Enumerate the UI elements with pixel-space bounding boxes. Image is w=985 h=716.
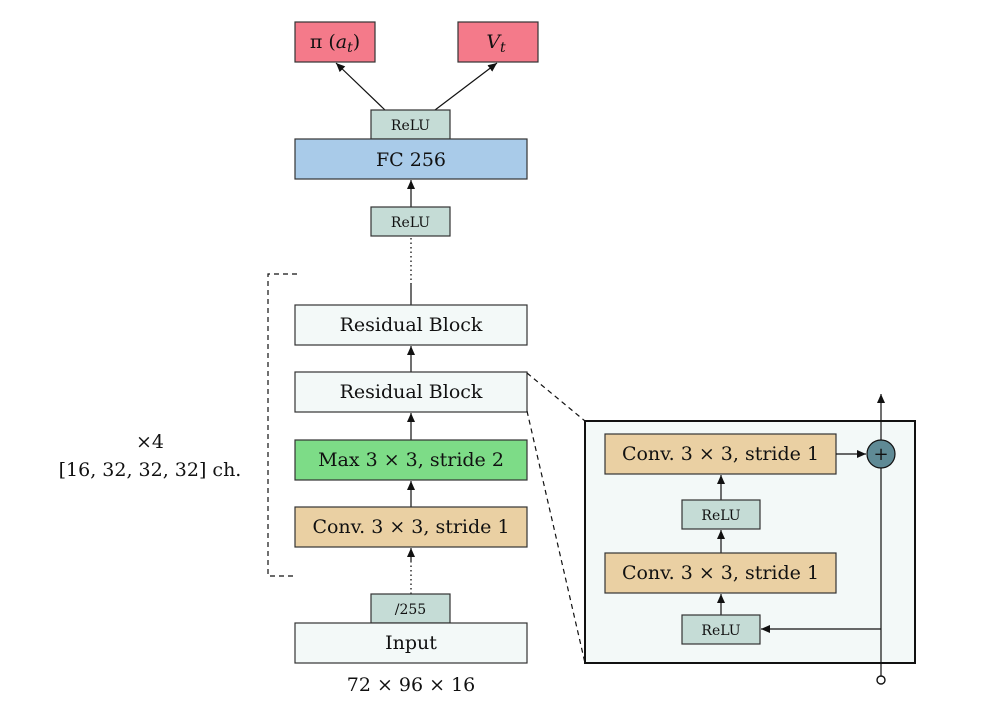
detail-conv-bottom-label: Conv. 3 × 3, stride 1: [622, 562, 819, 584]
detail-relu-mid-label: ReLU: [701, 508, 740, 524]
detail-relu-bottom-box: [681, 614, 761, 645]
block-input-terminal: [876, 675, 886, 685]
relu-top-box: [370, 109, 451, 140]
normalize-box: [370, 593, 451, 624]
relu-mid-node: ReLU: [370, 206, 451, 237]
residual-block-lower: Residual Block: [294, 371, 528, 413]
detail-relu-mid-box: [681, 499, 761, 530]
relu-mid-box: [370, 206, 451, 237]
fc-node: FC 256: [294, 138, 528, 180]
repeat-count: ×4: [136, 431, 164, 453]
conv-box: [294, 506, 528, 548]
policy-output-box: [294, 21, 376, 63]
arrow-to-policy: [335, 62, 386, 111]
input-box: [294, 622, 528, 664]
repeat-bracket: [267, 273, 297, 577]
normalize-label: /255: [395, 602, 426, 618]
detail-relu-bottom-node: ReLU: [681, 614, 761, 645]
detail-conv-top-node: Conv. 3 × 3, stride 1: [604, 433, 837, 475]
value-output-node: Vt: [457, 21, 539, 63]
normalize-node: /255: [370, 593, 451, 624]
detail-relu-mid-node: ReLU: [681, 499, 761, 530]
value-output-label: Vt: [486, 31, 506, 56]
fc-label: FC 256: [376, 149, 446, 171]
maxpool-label: Max 3 × 3, stride 2: [318, 449, 504, 471]
input-dimensions: 72 × 96 × 16: [347, 674, 476, 696]
zoom-line-bottom: [526, 410, 586, 664]
relu-top-node: ReLU: [370, 109, 451, 140]
conv-node: Conv. 3 × 3, stride 1: [294, 506, 528, 548]
residual-block-lower-label: Residual Block: [340, 381, 483, 403]
residual-block-upper: Residual Block: [294, 304, 528, 346]
detail-relu-bottom-label: ReLU: [701, 623, 740, 639]
residual-block-upper-box: [294, 304, 528, 346]
detail-conv-top-label: Conv. 3 × 3, stride 1: [622, 443, 819, 465]
detail-conv-bottom-box: [604, 552, 837, 594]
residual-block-lower-box: [294, 371, 528, 413]
arrow-to-value: [434, 62, 498, 111]
repeat-channels: [16, 32, 32, 32] ch.: [59, 459, 242, 481]
relu-mid-label: ReLU: [391, 215, 430, 231]
conv-label: Conv. 3 × 3, stride 1: [312, 516, 509, 538]
residual-block-upper-label: Residual Block: [340, 314, 483, 336]
policy-output-label: π (at): [310, 31, 360, 56]
plus-icon: +: [873, 444, 888, 465]
relu-top-label: ReLU: [391, 118, 430, 134]
maxpool-box: [294, 439, 528, 481]
input-node: Input: [294, 622, 528, 664]
value-output-box: [457, 21, 539, 63]
maxpool-node: Max 3 × 3, stride 2: [294, 439, 528, 481]
adder-node: +: [866, 439, 896, 469]
detail-conv-bottom-node: Conv. 3 × 3, stride 1: [604, 552, 837, 594]
fc-box: [294, 138, 528, 180]
policy-output-node: π (at): [294, 21, 376, 63]
input-label: Input: [385, 632, 437, 654]
zoom-line-top: [526, 372, 586, 422]
